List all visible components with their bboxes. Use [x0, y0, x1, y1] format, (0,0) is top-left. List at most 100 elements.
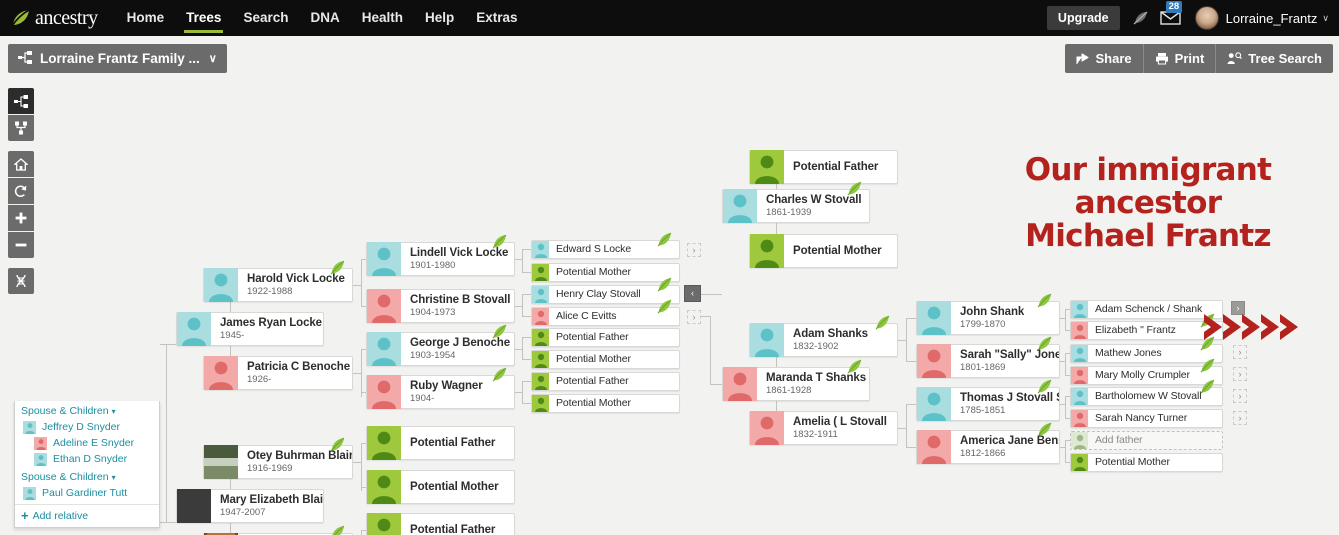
expand-branch-chevron-icon[interactable]: › [1233, 345, 1247, 359]
home-person-icon[interactable] [8, 151, 34, 177]
tree-search-button[interactable]: Tree Search [1216, 44, 1333, 73]
family-view-icon[interactable] [8, 115, 34, 141]
avatar[interactable] [1194, 6, 1219, 30]
record-hint-leaf-icon[interactable] [656, 276, 673, 293]
record-hint-leaf-icon[interactable] [1199, 357, 1216, 374]
tree-node[interactable]: Mary E Cartwright1917-1975 [203, 533, 353, 535]
tree-node[interactable]: America Jane Bennett1812-1866 [916, 430, 1060, 464]
print-button[interactable]: Print [1143, 44, 1217, 73]
record-hint-leaf-icon[interactable] [1199, 312, 1216, 329]
expand-branch-chevron-icon[interactable]: › [1231, 301, 1245, 315]
upgrade-button[interactable]: Upgrade [1046, 6, 1120, 30]
record-hint-leaf-icon[interactable] [1199, 335, 1216, 352]
record-hint-leaf-icon[interactable] [1036, 335, 1053, 352]
record-hint-leaf-icon[interactable] [1199, 378, 1216, 395]
tree-node[interactable]: Potential Father [366, 426, 515, 460]
tree-node[interactable]: Potential Mother [531, 350, 680, 369]
share-button[interactable]: Share [1064, 44, 1144, 73]
record-hint-leaf-icon[interactable] [846, 180, 863, 197]
record-hint-leaf-icon[interactable] [874, 314, 891, 331]
add-relative-button[interactable]: + Add relative [15, 504, 159, 524]
zoom-out-icon[interactable] [8, 232, 34, 258]
tree-node[interactable]: Elizabeth " Frantz [1070, 321, 1223, 340]
nav-link-health[interactable]: Health [361, 10, 403, 25]
nav-link-extras[interactable]: Extras [476, 10, 518, 25]
nav-link-trees[interactable]: Trees [175, 0, 232, 36]
tree-node[interactable]: Thomas J Stovall Sr.1785-1851 [916, 387, 1060, 421]
nav-link-dna[interactable]: DNA [310, 10, 340, 25]
record-hint-leaf-icon[interactable] [656, 231, 673, 248]
expand-branch-chevron-icon[interactable]: › [687, 243, 701, 257]
tree-node[interactable]: Potential Father [749, 150, 898, 184]
tree-node[interactable]: Potential Mother [366, 470, 515, 504]
tree-selector-dropdown[interactable]: Lorraine Frantz Family ... ∨ [8, 44, 227, 73]
record-hint-leaf-icon[interactable] [846, 358, 863, 375]
leaf-hint-icon[interactable] [1132, 9, 1150, 27]
expand-branch-chevron-icon[interactable]: › [687, 310, 701, 324]
tree-node[interactable]: Mary Molly Crumpler [1070, 366, 1223, 385]
dna-icon[interactable] [8, 268, 34, 294]
expand-branch-chevron-icon[interactable]: › [1233, 411, 1247, 425]
record-hint-leaf-icon[interactable] [1036, 378, 1053, 395]
tree-node[interactable]: Potential Mother [531, 263, 680, 282]
flyout-person-row[interactable]: Adeline E Snyder [15, 435, 159, 451]
tree-node[interactable]: Potential Father [531, 328, 680, 347]
record-hint-leaf-icon[interactable] [1036, 421, 1053, 438]
expand-branch-chevron-icon[interactable]: › [1233, 367, 1247, 381]
tree-node[interactable]: Bartholomew W Stovall [1070, 387, 1223, 406]
nav-link-home[interactable]: Home [126, 10, 165, 25]
ancestry-logo[interactable]: ancestry [10, 7, 98, 30]
record-hint-leaf-icon[interactable] [329, 436, 346, 453]
record-hint-leaf-icon[interactable] [491, 323, 508, 340]
flyout-person-row[interactable]: Ethan D Snyder [15, 451, 159, 467]
record-hint-leaf-icon[interactable] [329, 524, 346, 535]
expand-branch-chevron-icon[interactable]: ‹ [684, 285, 701, 302]
nav-link-search[interactable]: Search [243, 10, 289, 25]
tree-node[interactable]: Potential Mother [531, 394, 680, 413]
tree-node[interactable]: Edward S Locke [531, 240, 680, 259]
chevron-down-icon[interactable]: ∨ [1322, 12, 1329, 23]
tree-node[interactable]: Potential Father [531, 372, 680, 391]
record-hint-leaf-icon[interactable] [1036, 292, 1053, 309]
tree-node[interactable]: Adam Schenck / Shank [1070, 300, 1223, 319]
username-label[interactable]: Lorraine_Frantz [1225, 10, 1318, 26]
zoom-in-icon[interactable] [8, 205, 34, 231]
nav-link-help[interactable]: Help [424, 10, 455, 25]
flyout-person-row[interactable]: Jeffrey D Snyder [15, 419, 159, 435]
tree-node[interactable]: Henry Clay Stovall [531, 285, 680, 304]
tree-node[interactable]: Mathew Jones [1070, 344, 1223, 363]
reset-rotate-icon[interactable] [8, 178, 34, 204]
tree-node[interactable]: Potential Mother [1070, 453, 1223, 472]
record-hint-leaf-icon[interactable] [491, 366, 508, 383]
flyout-group-header[interactable]: Spouse & Children▾ [15, 401, 159, 419]
tree-node[interactable]: Potential Father [366, 513, 515, 535]
flyout-group-header[interactable]: Spouse & Children▾ [15, 467, 159, 485]
tree-node[interactable]: Alice C Evitts [531, 307, 680, 326]
pedigree-view-icon[interactable] [8, 88, 34, 114]
messages-icon[interactable]: 28 [1159, 1, 1183, 28]
tree-node[interactable]: Potential Mother [749, 234, 898, 268]
record-hint-leaf-icon[interactable] [329, 259, 346, 276]
record-hint-leaf-icon[interactable] [656, 298, 673, 315]
tree-node[interactable]: Add father [1070, 431, 1223, 450]
tree-canvas[interactable]: Elicia Blair Locke1960-Harold Vick Locke… [0, 74, 1339, 535]
flyout-person-row[interactable]: Paul Gardiner Tutt [15, 485, 159, 501]
expand-branch-chevron-icon[interactable]: › [1233, 389, 1247, 403]
tree-node[interactable]: Sarah Nancy Turner [1070, 409, 1223, 428]
record-hint-leaf-icon[interactable] [491, 233, 508, 250]
